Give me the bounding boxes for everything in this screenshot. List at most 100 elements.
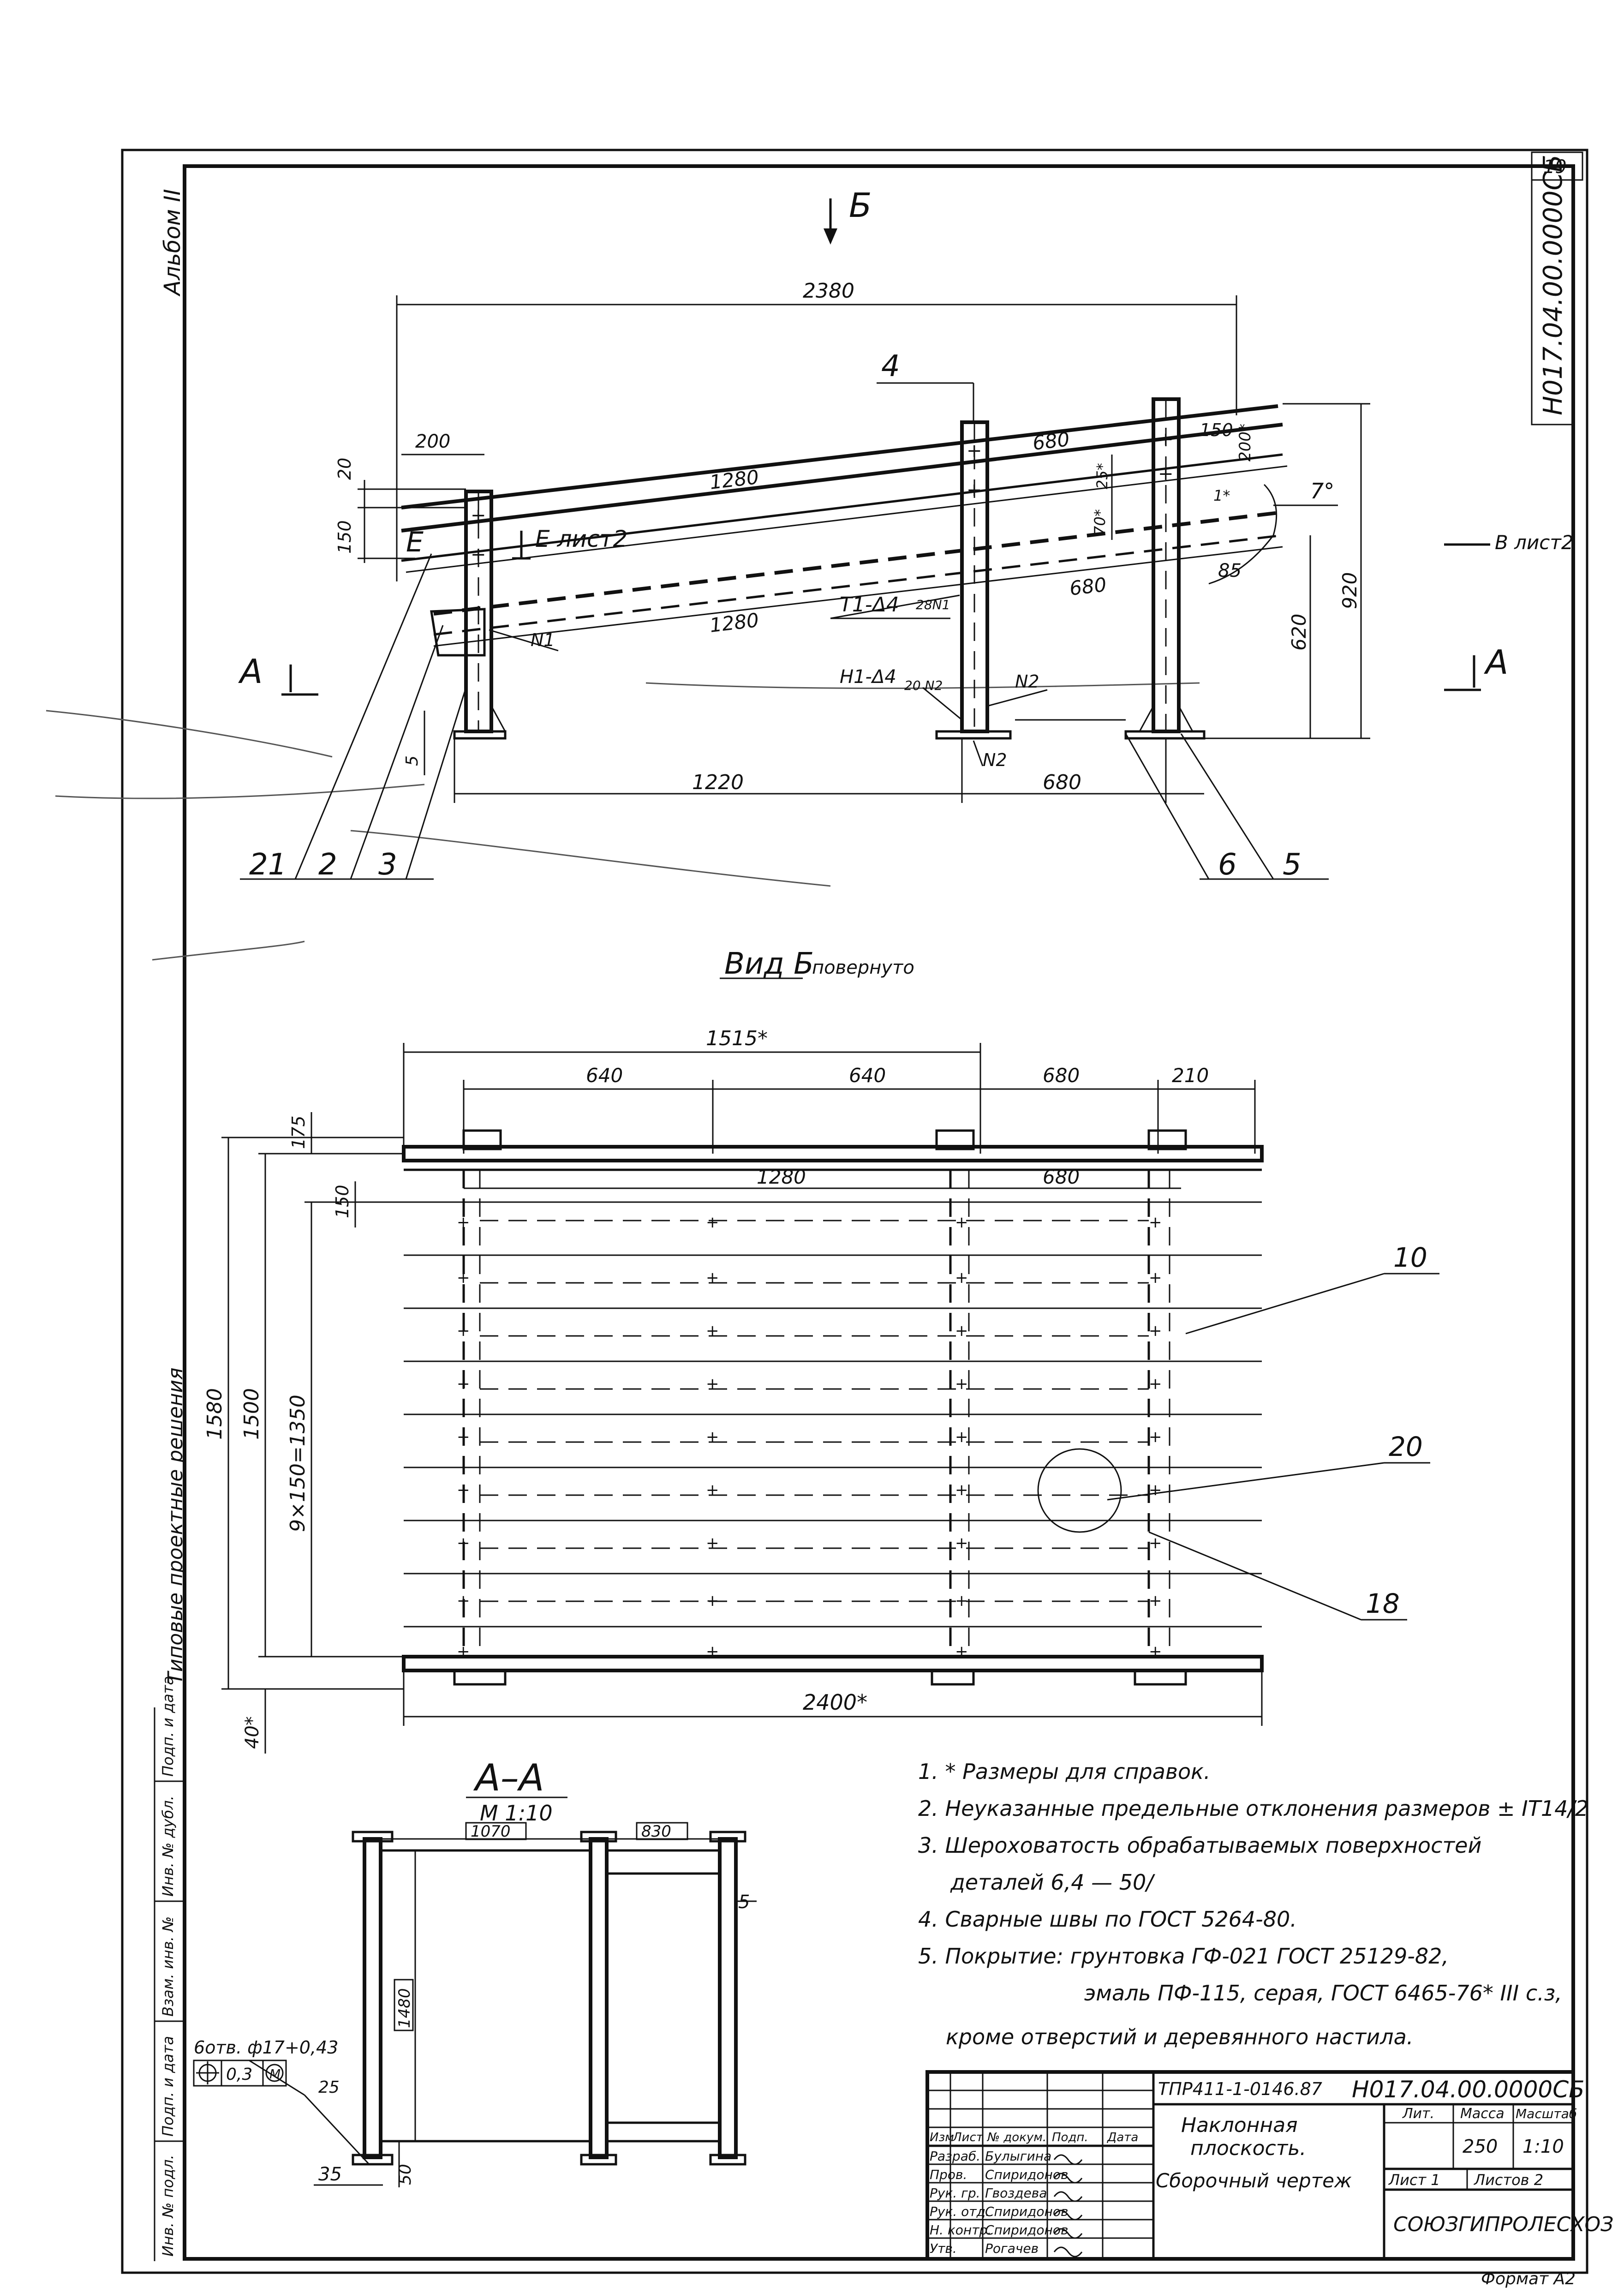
- doc-code-vertical: Н017.04.00.0000СБ: [1538, 155, 1568, 415]
- signature: [1053, 2173, 1083, 2184]
- weld-t1-sub: 28N1: [916, 597, 950, 612]
- stamp-col-scale: Масштаб: [1516, 2106, 1577, 2121]
- base-gusset: [490, 706, 506, 732]
- bolt-mark: +: [1158, 429, 1174, 450]
- dim-680-plan: 680: [1043, 1064, 1080, 1087]
- aa-flange: [709, 1831, 746, 1843]
- post-lug: [462, 1129, 502, 1150]
- callout-3: 3: [378, 848, 397, 882]
- bolt-mark: +: [1149, 1592, 1162, 1610]
- bolt-mark: +: [955, 1213, 968, 1232]
- note-1: 1. * Размеры для справок.: [918, 1759, 1211, 1784]
- plan-bottom-rail: [402, 1655, 1264, 1672]
- signature: [1053, 2154, 1083, 2165]
- signature: [1053, 2191, 1083, 2202]
- view-b-title: Вид Б: [724, 947, 814, 981]
- bolt-mark: +: [706, 1269, 719, 1287]
- callout-18-leader: [1148, 1531, 1361, 1621]
- dim-200-right: 200*: [1236, 424, 1254, 461]
- stamp-doc-type: Сборочный чертеж: [1156, 2169, 1352, 2192]
- dim-5: 5: [403, 755, 422, 766]
- weld-h1-leader: [922, 687, 962, 721]
- callout-2: 2: [318, 848, 337, 882]
- stamp-role: Пров.: [930, 2167, 967, 2182]
- dim-20: 20: [334, 458, 355, 480]
- pencil-scribble: [350, 830, 831, 887]
- bolt-mark: +: [1149, 1213, 1162, 1232]
- weld-h1-sub: 20 N2: [904, 678, 943, 693]
- note-4: 4. Сварные швы по ГОСТ 5264-80.: [918, 1907, 1297, 1932]
- note-3b: деталей 6,4 — 50/: [950, 1870, 1155, 1895]
- dim-830: 830: [641, 1822, 671, 1841]
- bolt-mark: +: [1149, 1375, 1162, 1393]
- strip-label-4: Инв. № дубл.: [159, 1796, 177, 1897]
- bolt-mark: +: [457, 1642, 470, 1661]
- dim-lower-680: 680: [1069, 573, 1108, 600]
- album-label: Альбом II: [160, 189, 185, 297]
- dim-1070: 1070: [471, 1822, 511, 1841]
- callout-20-leader: [1107, 1462, 1385, 1501]
- dim-1580: 1580: [203, 1388, 227, 1440]
- aa-flange: [580, 2154, 617, 2166]
- stamp-name: Спиридонов: [985, 2222, 1068, 2238]
- left-end-plate: [430, 608, 486, 657]
- stamp-role: Рук. гр.: [930, 2185, 980, 2201]
- view-b-note: повернуто: [812, 957, 914, 978]
- stamp-col-izm: Изм: [930, 2131, 954, 2144]
- aa-flange: [580, 1831, 617, 1843]
- callout-18: 18: [1366, 1588, 1400, 1619]
- bolt-mark: +: [955, 1534, 968, 1552]
- weld-t1: Т1-Δ4: [840, 593, 899, 617]
- tolerance-value: 0,3: [226, 2065, 252, 2084]
- dim-1-right: 1*: [1213, 487, 1230, 504]
- bolt-mark: +: [457, 1269, 470, 1287]
- bolt-mark: +: [1149, 1642, 1162, 1661]
- section-aa-scale: М 1:10: [480, 1801, 553, 1826]
- signature: [1053, 2209, 1083, 2221]
- view-b-letter: Б: [849, 186, 872, 225]
- side-label-typical: Типовые проектные решения: [164, 1367, 187, 1684]
- stamp-col-sign: Подп.: [1052, 2131, 1088, 2144]
- stamp-name-2: плоскость.: [1190, 2137, 1306, 2160]
- bolt-mark: +: [706, 1642, 719, 1661]
- note-5b: эмаль ПФ-115, серая, ГОСТ 6465-76* III с…: [1084, 1981, 1562, 2006]
- weld-n2-a: N2: [1015, 671, 1039, 692]
- dim-2380: 2380: [803, 279, 854, 303]
- dim-620: 620: [1288, 614, 1310, 651]
- bolt-mark: +: [706, 1322, 719, 1340]
- callout-10: 10: [1393, 1242, 1427, 1273]
- stamp-mass: 250: [1463, 2136, 1498, 2157]
- weld-n1: N1: [531, 630, 555, 650]
- post-lug: [1147, 1129, 1187, 1150]
- section-aa: А–А М 1:10 1070 830 1480 5: [193, 1756, 757, 2187]
- bolt-mark: +: [706, 1534, 719, 1552]
- stamp-name: Булыгина: [985, 2149, 1051, 2164]
- callout-20: 20: [1389, 1431, 1423, 1462]
- bolt-mark: +: [1149, 1481, 1162, 1499]
- bolt-mark: +: [955, 1428, 968, 1446]
- post-lug: [453, 1669, 507, 1686]
- bolt-mark: +: [457, 1322, 470, 1340]
- dim-25-aa: 25: [318, 2078, 340, 2097]
- strip-label-5: Подп. и дата: [159, 1676, 177, 1777]
- angle-arc: [1263, 484, 1278, 536]
- base-plate-middle: [935, 730, 1012, 740]
- dim-1515: 1515*: [706, 1027, 768, 1050]
- view-v-label: В лист2: [1495, 531, 1574, 554]
- base-plate-right: [1124, 730, 1206, 740]
- strip-label-3: Взам. инв. №: [159, 1916, 177, 2017]
- post-lug: [931, 1669, 975, 1686]
- dim-640a: 640: [586, 1064, 623, 1087]
- dim-25: 25*: [1093, 463, 1111, 489]
- bolt-mark: +: [967, 479, 982, 501]
- base-gusset: [1178, 706, 1194, 732]
- dim-1480-box: [394, 1979, 414, 2031]
- stamp-sheet: Лист 1: [1388, 2171, 1440, 2189]
- weld-n2b-leader: [973, 740, 984, 766]
- format-label: Формат А2: [1481, 2269, 1576, 2288]
- dim-85-arc: [1208, 535, 1274, 585]
- dim-70: 70*: [1091, 509, 1109, 535]
- section-a-right-letter: А: [1484, 643, 1508, 682]
- callout-21-leader: [294, 553, 432, 880]
- dim-inner-680: 680: [1043, 1166, 1080, 1188]
